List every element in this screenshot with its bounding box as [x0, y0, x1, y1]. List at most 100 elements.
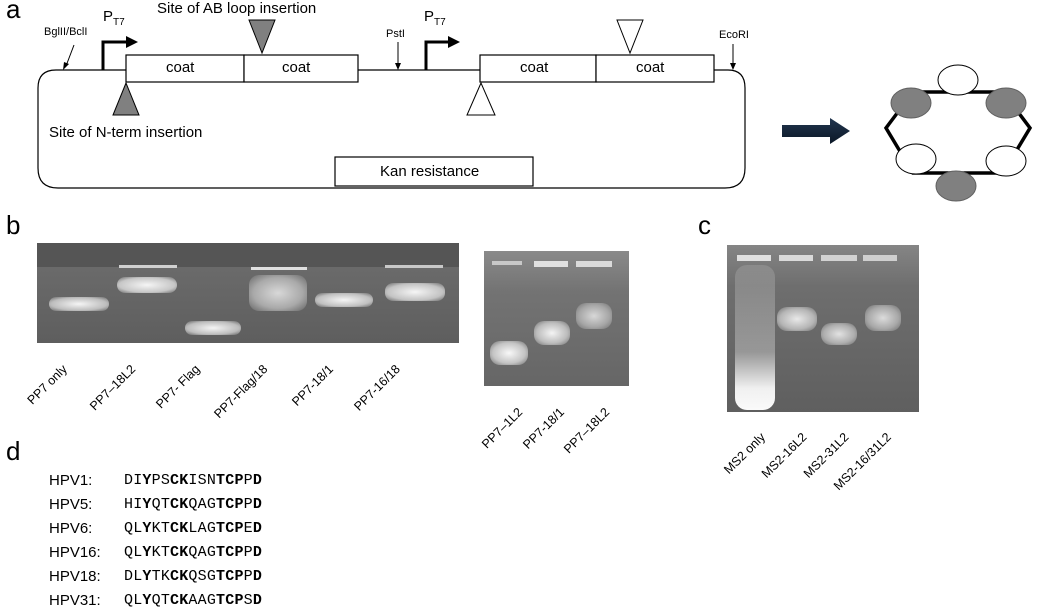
residue: G [206, 568, 217, 585]
residue: P [243, 568, 253, 585]
residue: K [179, 544, 189, 561]
residue: Y [142, 472, 152, 489]
residue: P [234, 544, 244, 561]
well [821, 255, 857, 261]
residue: A [188, 592, 198, 609]
panel-letter-c: c [698, 210, 711, 240]
kan-label: Kan resistance [380, 163, 480, 180]
residue: Y [142, 520, 152, 537]
residue: P [234, 592, 244, 609]
residue: L [133, 592, 143, 609]
residue: K [179, 472, 189, 489]
lane-label: PP7-16/18 [351, 362, 403, 414]
residue: C [170, 496, 180, 513]
band [315, 293, 373, 307]
residue: T [151, 568, 161, 585]
capsid-subunit-top [937, 64, 979, 96]
gel-b-second [484, 251, 629, 386]
ecori-label: EcoRI [719, 29, 749, 41]
residue: Q [188, 568, 198, 585]
coat-label-4: coat [636, 59, 665, 76]
capsid-subunit-left-top [890, 87, 932, 119]
residue: G [206, 496, 217, 513]
residue: C [170, 568, 180, 585]
residue: C [225, 520, 235, 537]
well [576, 261, 612, 267]
coat-box-2 [243, 54, 359, 83]
residue: Q [124, 592, 134, 609]
capsid-subunit-right-top [985, 87, 1027, 119]
sequence-value: QLYQTCKAAGTCPSD [124, 592, 262, 609]
capsid-subunit-left-bottom [895, 143, 937, 175]
right-arrow-icon [782, 118, 850, 144]
sequence-name: HPV16: [49, 544, 101, 561]
lane-label: PP7-18/1 [520, 405, 567, 452]
well [863, 255, 897, 261]
residue: T [160, 592, 171, 609]
residue: D [252, 592, 263, 609]
residue: L [188, 520, 198, 537]
residue: C [170, 544, 180, 561]
band [117, 277, 177, 293]
band [385, 283, 445, 301]
band [865, 305, 901, 331]
residue: E [243, 520, 253, 537]
residue: Y [142, 568, 152, 585]
residue: I [133, 472, 143, 489]
residue: A [197, 496, 207, 513]
residue: K [179, 496, 189, 513]
bglii-label: BglII/BclI [44, 26, 88, 38]
well [119, 265, 177, 268]
well [534, 261, 568, 267]
capsid-schematic [782, 64, 1033, 202]
residue: D [252, 472, 263, 489]
band [576, 303, 612, 329]
residue: C [225, 568, 235, 585]
residue: C [225, 496, 235, 513]
well [737, 255, 771, 261]
residue: D [124, 568, 134, 585]
sequence-value: HIYQTCKQAGTCPPD [124, 496, 262, 513]
residue: I [188, 472, 198, 489]
pt7-subscript: T7 [434, 17, 446, 28]
residue: C [225, 472, 235, 489]
residue: D [124, 472, 134, 489]
residue: T [216, 520, 226, 537]
residue: N [206, 472, 217, 489]
nterm-marker-open [466, 81, 496, 116]
residue: P [151, 472, 161, 489]
residue: L [133, 544, 143, 561]
nterm-marker-filled [112, 81, 140, 116]
residue: G [206, 520, 217, 537]
pt7-label-2: PT7 [424, 8, 446, 28]
residue: A [197, 592, 207, 609]
sequence-name: HPV6: [49, 520, 93, 537]
gel-c [727, 245, 919, 412]
well [251, 267, 307, 270]
residue: P [234, 520, 244, 537]
lane-label: PP7-18/1 [289, 362, 336, 409]
sequence-value: DIYPSCKISNTCPPD [124, 472, 262, 489]
pt7-subscript: T7 [113, 17, 125, 28]
residue: Q [151, 592, 161, 609]
residue: Q [188, 544, 198, 561]
residue: D [252, 496, 263, 513]
residue: T [216, 472, 226, 489]
residue: K [179, 568, 189, 585]
residue: P [234, 496, 244, 513]
coat-box-4 [595, 54, 715, 83]
residue: K [160, 568, 171, 585]
residue: Y [142, 496, 152, 513]
coat-label-2: coat [282, 59, 311, 76]
nterm-label: Site of N-term insertion [49, 124, 203, 141]
residue: S [160, 472, 171, 489]
residue: P [243, 496, 253, 513]
sequence-name: HPV5: [49, 496, 93, 513]
residue: T [216, 544, 226, 561]
residue: I [133, 496, 143, 513]
ab-loop-marker-open [616, 19, 644, 55]
residue: C [170, 472, 180, 489]
lane-label: PP7 only [24, 362, 70, 408]
residue: L [133, 568, 143, 585]
well [385, 265, 443, 268]
